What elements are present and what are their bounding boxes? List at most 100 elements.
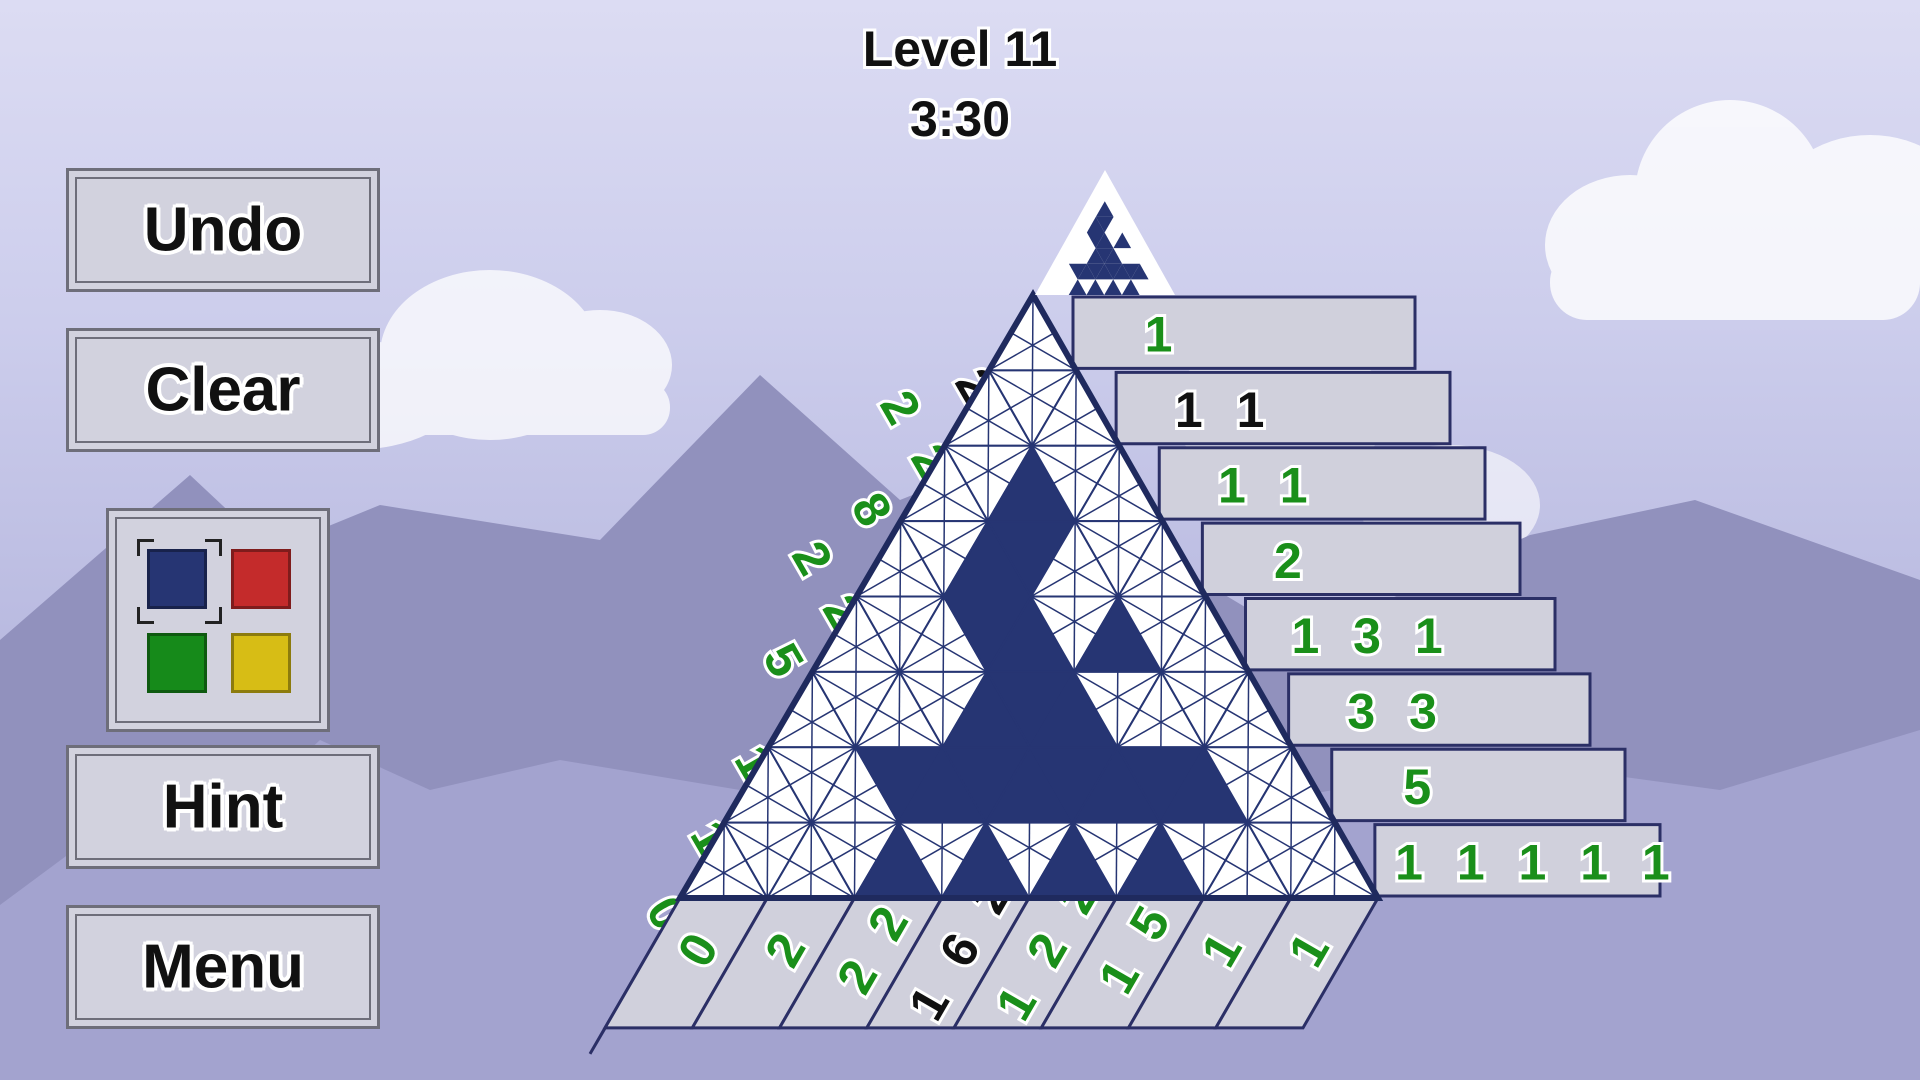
- cross-mark: [942, 596, 945, 672]
- cross-mark: [1333, 822, 1336, 899]
- cross-mark: [789, 746, 856, 786]
- cross-mark: [767, 708, 835, 748]
- row-clue: 2: [1274, 533, 1312, 589]
- cross-mark: [919, 821, 987, 861]
- cross-mark: [1183, 633, 1250, 673]
- cross-mark: [745, 784, 812, 824]
- cross-mark: [1074, 482, 1142, 522]
- cross-mark: [944, 445, 1011, 485]
- clear-button[interactable]: Clear: [66, 328, 380, 452]
- cross-mark: [679, 859, 747, 899]
- menu-button-label: Menu: [142, 932, 304, 1002]
- preview-cell: [1086, 263, 1105, 280]
- cross-mark: [1031, 407, 1099, 447]
- cross-mark: [1290, 859, 1357, 899]
- cross-mark: [1117, 521, 1120, 597]
- row-clue-strip: [1200, 521, 1522, 596]
- row-clue: 1 1: [1175, 382, 1275, 438]
- blue-swatch[interactable]: [147, 549, 207, 609]
- preview-cell: [1113, 263, 1131, 280]
- cross-mark: [1204, 596, 1207, 672]
- cross-mark: [1096, 482, 1163, 522]
- cross-mark: [833, 784, 900, 824]
- cross-mark: [899, 633, 966, 673]
- preview-cell: [1095, 216, 1114, 233]
- cross-mark: [1053, 407, 1120, 447]
- cross-mark: [943, 521, 945, 597]
- cross-mark: [943, 445, 946, 522]
- cross-mark: [1117, 558, 1185, 598]
- cross-mark: [766, 859, 834, 899]
- cross-mark: [898, 671, 901, 748]
- preview-cell: [1086, 216, 1105, 233]
- cross-mark: [985, 821, 1052, 861]
- cross-mark: [745, 821, 812, 861]
- cross-mark: [722, 822, 725, 899]
- preview-cell: [1104, 279, 1122, 295]
- puzzle-board: 11 11 121 3 13 351 1 1 1 122 2 28 12 2 1…: [588, 170, 1680, 1055]
- cross-mark: [1031, 370, 1034, 446]
- red-swatch[interactable]: [231, 549, 291, 609]
- row-clue-strip: [1114, 370, 1452, 446]
- cross-mark: [1161, 633, 1228, 673]
- cross-mark: [832, 821, 899, 861]
- cross-mark: [899, 521, 902, 597]
- row-clue: 3 3: [1347, 684, 1447, 740]
- cross-mark: [1138, 708, 1205, 748]
- cross-mark: [899, 671, 966, 711]
- cross-mark: [1031, 445, 1098, 485]
- cross-mark: [898, 821, 965, 861]
- green-swatch[interactable]: [147, 633, 207, 693]
- cross-mark: [767, 747, 769, 823]
- cross-mark: [1116, 671, 1119, 748]
- cross-mark: [1247, 784, 1314, 824]
- cross-mark: [1202, 822, 1205, 899]
- row-clue-strip: [1373, 823, 1662, 898]
- clear-button-label: Clear: [145, 355, 301, 425]
- cross-mark: [877, 708, 944, 748]
- selection-corner: [137, 607, 154, 624]
- preview-cell: [1104, 263, 1123, 280]
- preview-cell: [1121, 279, 1140, 295]
- cross-mark: [1095, 671, 1162, 711]
- cross-mark: [922, 482, 989, 522]
- cross-mark: [1160, 596, 1163, 672]
- row-clue-strip: [1244, 597, 1557, 672]
- cross-mark: [988, 369, 1055, 409]
- preview-cell: [1068, 279, 1087, 295]
- cross-mark: [1096, 520, 1163, 560]
- cross-mark: [810, 747, 813, 823]
- cross-mark: [1073, 521, 1076, 597]
- cross-mark: [877, 595, 945, 635]
- hint-button[interactable]: Hint: [66, 745, 380, 869]
- undo-button[interactable]: Undo: [66, 168, 380, 292]
- cross-mark: [855, 596, 858, 672]
- cross-mark: [1269, 784, 1336, 824]
- cross-mark: [898, 596, 901, 672]
- cross-mark: [1031, 294, 1034, 371]
- cross-mark: [988, 332, 1055, 372]
- cross-mark: [1161, 521, 1164, 597]
- cross-mark: [1072, 821, 1139, 861]
- cross-mark: [1116, 708, 1184, 748]
- cross-mark: [1247, 671, 1250, 748]
- preview-cell: [1130, 263, 1149, 280]
- cross-mark: [1246, 747, 1249, 823]
- menu-button[interactable]: Menu: [66, 905, 380, 1029]
- cross-mark: [1290, 747, 1293, 823]
- cross-mark: [767, 746, 834, 786]
- cross-mark: [1203, 671, 1206, 748]
- cross-mark: [811, 671, 814, 748]
- cross-mark: [1225, 859, 1292, 899]
- row-clue: 1 1 1 1 1: [1395, 834, 1680, 890]
- cross-mark: [1074, 445, 1077, 522]
- cross-mark: [834, 633, 901, 673]
- yellow-swatch[interactable]: [231, 633, 291, 693]
- cross-mark: [1074, 520, 1141, 560]
- cross-mark: [1160, 671, 1163, 748]
- cross-mark: [856, 558, 923, 598]
- cross-mark: [1117, 595, 1184, 635]
- cross-mark: [766, 822, 769, 899]
- row-clue-strip: [1071, 295, 1417, 370]
